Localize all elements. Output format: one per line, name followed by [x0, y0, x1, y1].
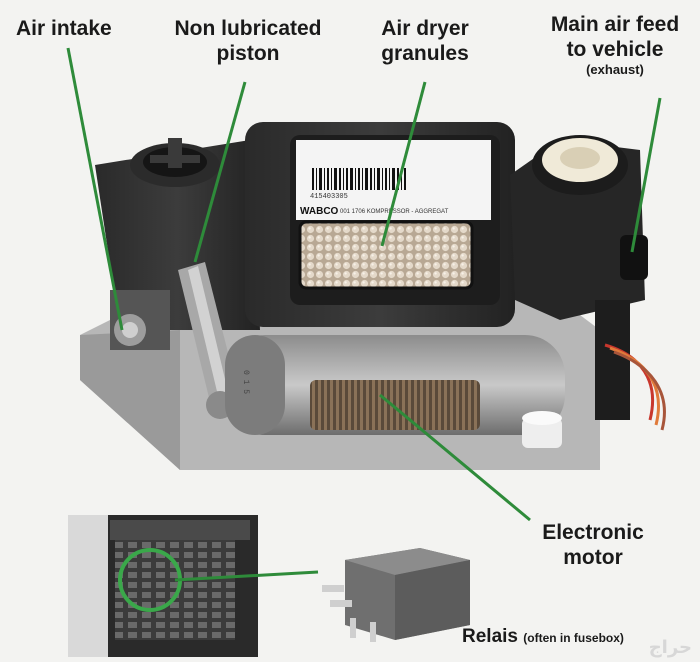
electric-motor: 0 1 5	[225, 335, 565, 435]
leader-air-intake	[66, 47, 124, 331]
dryer-granules	[298, 220, 474, 290]
leader-relais	[174, 570, 319, 582]
label-motor-line2: motor	[563, 546, 623, 570]
barcode	[312, 168, 406, 190]
leader-motor	[379, 393, 531, 522]
motor-housing-mark: 0 1 5	[241, 370, 250, 394]
label-relais-title: Relais	[462, 626, 518, 647]
leader-piston	[193, 81, 247, 263]
label-air-dryer-line1: Air dryer	[381, 17, 469, 40]
label-electronic-motor: Electronic motor	[528, 520, 658, 570]
label-non-lubricated-piston: Non lubricated piston	[168, 16, 328, 66]
label-non-lubricated-line2: piston	[216, 42, 280, 66]
leader-dryer	[380, 81, 427, 247]
label-motor-line1: Electronic	[542, 521, 644, 544]
label-air-dryer-granules: Air dryer granules	[370, 16, 480, 66]
label-main-feed-note: (exhaust)	[586, 62, 644, 78]
label-air-intake: Air intake	[16, 17, 112, 40]
sticker-part-text: 001 1706 KOMPRESSOR - AGGREGAT	[340, 209, 449, 215]
sticker-part-number: 415403305	[310, 193, 348, 201]
base-stopper	[522, 411, 562, 448]
label-air-dryer-line2: granules	[381, 42, 469, 66]
fusebox-inset	[68, 515, 258, 657]
label-non-lubricated-line1: Non lubricated	[174, 17, 322, 40]
leader-main-feed	[630, 97, 662, 253]
sticker-brand: WABCO	[300, 206, 339, 217]
label-relais: Relais (often in fusebox)	[462, 626, 624, 649]
wiring-harness	[595, 300, 666, 431]
intake-housing	[95, 138, 260, 350]
leader-lines	[66, 47, 662, 582]
relay-part	[322, 548, 470, 642]
label-relais-note: (often in fusebox)	[523, 631, 624, 645]
label-main-feed-line2: to vehicle	[566, 38, 664, 62]
label-main-feed-line1: Main air feed	[550, 13, 680, 36]
valve-housing	[510, 135, 648, 320]
label-main-air-feed: Main air feed to vehicle (exhaust)	[540, 12, 690, 78]
watermark: حراج	[648, 637, 692, 658]
